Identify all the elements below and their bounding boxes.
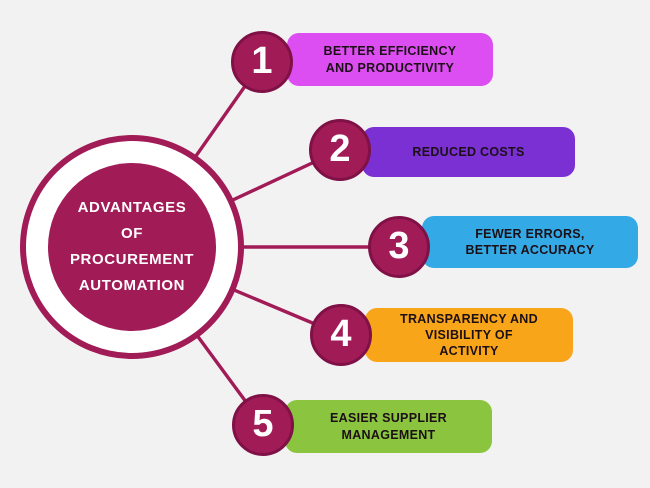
item-bar-3: FEWER ERRORS, BETTER ACCURACY	[422, 216, 638, 268]
item-bar-5: EASIER SUPPLIER MANAGEMENT	[285, 400, 492, 453]
item-bar-1: BETTER EFFICIENCY AND PRODUCTIVITY	[287, 33, 493, 86]
item-label-1: BETTER EFFICIENCY AND PRODUCTIVITY	[323, 44, 457, 75]
item-bar-2: REDUCED COSTS	[362, 127, 575, 177]
item-number-circle-1: 1	[231, 31, 293, 93]
item-number-4: 4	[330, 313, 352, 355]
hub-ring: ADVANTAGES OF PROCUREMENT AUTOMATION	[20, 135, 244, 359]
item-number-circle-5: 5	[232, 394, 294, 456]
item-label-5: EASIER SUPPLIER MANAGEMENT	[329, 411, 448, 442]
item-number-5: 5	[252, 403, 274, 445]
item-number-circle-4: 4	[310, 304, 372, 366]
item-number-circle-3: 3	[368, 216, 430, 278]
item-number-3: 3	[388, 225, 410, 267]
item-bar-4: TRANSPARENCY AND VISIBILITY OF ACTIVITY	[365, 308, 573, 362]
diagram-title: ADVANTAGES OF PROCUREMENT AUTOMATION	[69, 198, 195, 295]
item-number-circle-2: 2	[309, 119, 371, 181]
item-number-2: 2	[329, 128, 351, 170]
item-number-1: 1	[251, 40, 273, 82]
item-label-3: FEWER ERRORS, BETTER ACCURACY	[465, 226, 595, 257]
hub-circle: ADVANTAGES OF PROCUREMENT AUTOMATION	[48, 163, 216, 331]
item-label-2: REDUCED COSTS	[412, 144, 525, 159]
item-label-4: TRANSPARENCY AND VISIBILITY OF ACTIVITY	[400, 311, 538, 359]
